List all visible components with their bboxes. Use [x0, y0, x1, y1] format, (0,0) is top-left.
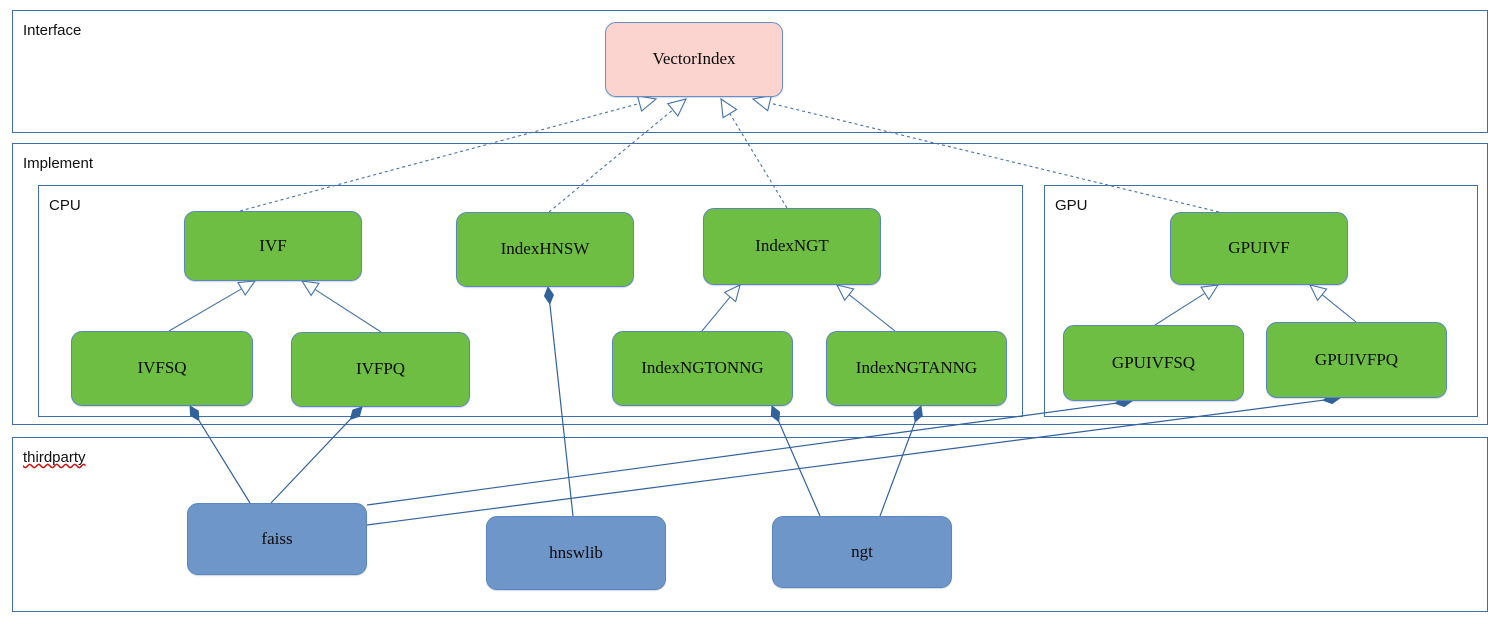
class-node-ivfpq[interactable]: IVFPQ: [291, 332, 470, 407]
class-node-gpuivf[interactable]: GPUIVF: [1170, 212, 1348, 285]
group-label-implement: Implement: [23, 155, 94, 172]
class-node-gpuivfpq[interactable]: GPUIVFPQ: [1266, 322, 1447, 398]
class-node-indexngtonng[interactable]: IndexNGTONNG: [612, 331, 793, 406]
class-node-indexngtanng[interactable]: IndexNGTANNG: [826, 331, 1007, 406]
class-node-indexhnsw[interactable]: IndexHNSW: [456, 212, 634, 287]
class-node-faiss[interactable]: faiss: [187, 503, 367, 575]
group-label-interface: Interface: [23, 22, 82, 39]
class-node-ngt[interactable]: ngt: [772, 516, 952, 588]
group-label-cpu: CPU: [49, 197, 81, 214]
class-node-hnswlib[interactable]: hnswlib: [486, 516, 666, 590]
class-node-gpuivfsq[interactable]: GPUIVFSQ: [1063, 325, 1244, 401]
class-node-vectorindex[interactable]: VectorIndex: [605, 22, 783, 97]
class-node-ivfsq[interactable]: IVFSQ: [71, 331, 253, 406]
group-label-gpu: GPU: [1055, 197, 1088, 214]
class-node-indexngt[interactable]: IndexNGT: [703, 208, 881, 285]
group-label-thirdparty: thirdparty: [23, 449, 86, 466]
class-node-ivf[interactable]: IVF: [184, 211, 362, 281]
